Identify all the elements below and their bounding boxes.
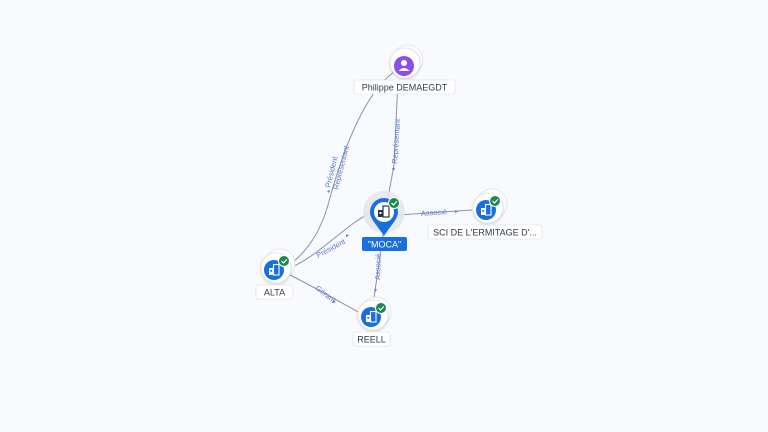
edge-label-moca-reell: Associé: [373, 254, 383, 281]
edge-philippe-moca[interactable]: [387, 79, 399, 199]
edge-arrow: [333, 300, 336, 303]
edge-label-moca-sci: Associé: [421, 207, 448, 218]
edge-label-alta-moca: Président: [315, 237, 348, 260]
edges: [284, 71, 473, 315]
node-label-box: [255, 284, 294, 300]
node-label-reell: REELL: [357, 335, 386, 345]
edge-alta-moca[interactable]: [289, 211, 373, 269]
node-sci[interactable]: SCI DE L'ERMITAGE D'...: [427, 188, 543, 240]
node-philippe[interactable]: Philippe DEMAEGDT: [353, 44, 456, 95]
edge-alta-reell[interactable]: [289, 274, 363, 315]
node-label-box: [352, 331, 391, 347]
node-label-philippe: Philippe DEMAEGDT: [362, 83, 448, 93]
node-alta[interactable]: ALTA: [255, 248, 296, 300]
building-icon: [269, 263, 280, 276]
edge-philippe-alta[interactable]: [284, 71, 395, 269]
node-label-box: [353, 79, 456, 95]
edge-moca-sci[interactable]: [397, 209, 473, 216]
edge-arrow: [392, 168, 395, 171]
building-icon: [378, 205, 390, 218]
check-icon: [388, 197, 400, 209]
edge-label-philippe-moca: Représentant: [390, 118, 402, 164]
check-icon: [375, 302, 387, 314]
node-label-alta: ALTA: [264, 288, 285, 298]
node-reell[interactable]: REELL: [352, 296, 392, 347]
node-label-moca: "MOCA": [368, 240, 401, 250]
edge-arrow: [455, 210, 458, 213]
edge-arrow: [327, 190, 330, 193]
building-icon: [366, 310, 377, 323]
node-moca[interactable]: "MOCA": [362, 191, 407, 251]
check-icon: [489, 195, 501, 207]
building-icon: [481, 203, 492, 216]
node-label-box: [427, 224, 543, 240]
node-label-sci: SCI DE L'ERMITAGE D'...: [433, 228, 537, 238]
edge-arrow: [374, 289, 377, 292]
edge-arrow: [346, 234, 349, 237]
node-label-box: [362, 237, 407, 251]
person-icon: [394, 56, 414, 76]
check-icon: [278, 255, 290, 267]
